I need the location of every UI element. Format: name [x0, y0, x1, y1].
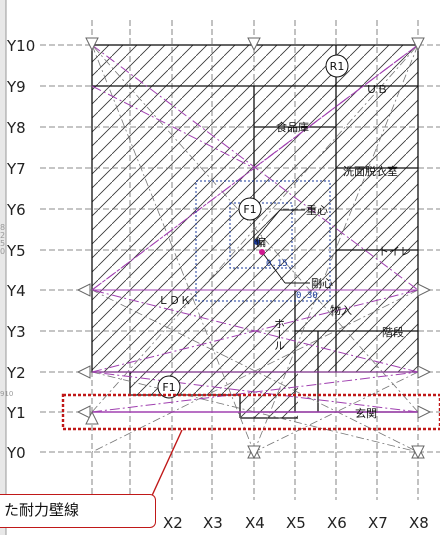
- room-label-ldk: ＬＤＫ: [158, 294, 191, 307]
- y-axis-label: Y2: [6, 364, 26, 382]
- eccentricity-boxes: [195, 180, 331, 302]
- y-axis-label: Y6: [6, 201, 26, 219]
- rigidity-center-label: 剛心: [311, 277, 333, 290]
- highlight-box: [61, 393, 440, 431]
- weight-center-dot: [254, 239, 260, 245]
- partial-mark: 偏: [255, 235, 266, 249]
- x-axis-label: X3: [203, 514, 223, 532]
- x-axis-label: X4: [245, 514, 265, 532]
- node-marker: [247, 37, 261, 52]
- side-ruler-numeral: 5: [0, 239, 5, 248]
- marker-circle-r1: [325, 54, 349, 78]
- marker-f1-label: F1: [243, 203, 256, 216]
- room-label-pantry: 食品庫: [276, 120, 309, 134]
- node-marker: [85, 37, 99, 52]
- node-marker: [85, 410, 99, 425]
- x-axis-label: X5: [286, 514, 306, 532]
- x-axis-label: X2: [163, 514, 183, 532]
- marker-f1-lower-label: F1: [162, 381, 175, 394]
- room-label-entrance: 玄関: [355, 406, 377, 420]
- brace-lines: [92, 289, 418, 413]
- marker-circle-f1-lower: [157, 375, 181, 399]
- node-marker: [417, 283, 432, 297]
- room-label-ub: ＵＢ: [366, 83, 388, 96]
- weight-center-label: 重心: [306, 203, 328, 217]
- side-ruler-numeral: 2: [0, 231, 5, 240]
- side-ruler-numeral: 0: [0, 247, 5, 256]
- side-ruler-strip: [0, 0, 6, 535]
- x-axis-label: X8: [409, 514, 429, 532]
- marker-r1-label: R1: [330, 60, 345, 73]
- node-marker: [411, 37, 425, 52]
- node-markers: [76, 37, 432, 460]
- ratio-b-value: 0.30: [296, 291, 318, 301]
- rigidity-center-dot: [259, 249, 265, 255]
- callout-leader: [149, 429, 183, 501]
- node-marker: [76, 283, 91, 297]
- center-leaders: [254, 209, 310, 284]
- node-marker: [417, 405, 432, 419]
- node-marker: [76, 405, 91, 419]
- node-marker: [76, 365, 91, 379]
- side-ruler-numeral: 8: [0, 223, 5, 232]
- x-axis-labels: X2 X3 X4 X5 X6 X7 X8: [163, 514, 429, 532]
- y-axis-label: Y7: [6, 160, 26, 178]
- y-axis-label: Y9: [6, 78, 26, 96]
- y-axis-label: Y4: [6, 282, 26, 300]
- room-label-washroom: 洗面脱衣室: [343, 164, 398, 178]
- y-axis-label: Y0: [6, 444, 26, 462]
- room-label-toilet: トイレ: [378, 245, 411, 258]
- node-marker: [411, 445, 425, 460]
- side-ruler-numerals: 8 2 5 0 910: [0, 223, 13, 398]
- ratio-a-value: 0.15: [266, 259, 288, 269]
- hatched-floor-area: [92, 45, 418, 418]
- callout-label: た耐力壁線: [0, 494, 156, 528]
- y-axis-label: Y1: [6, 404, 26, 422]
- node-marker: [247, 445, 261, 460]
- x-axis-label: X6: [327, 514, 347, 532]
- brace-diagonals: [91, 44, 419, 413]
- node-marker: [417, 365, 432, 379]
- side-ruler-numeral: 910: [0, 390, 13, 398]
- y-axis-label: Y10: [6, 37, 35, 55]
- x-axis-label: X7: [368, 514, 388, 532]
- y-axis-label: Y8: [6, 119, 26, 137]
- room-label-storage: 物入: [330, 303, 352, 317]
- marker-circle-f1: [238, 197, 262, 221]
- room-label-stairs: 階段: [382, 325, 404, 339]
- y-axis-label: Y3: [6, 323, 26, 341]
- callout-text: た耐力壁線: [4, 501, 80, 519]
- y-axis-label: Y5: [6, 242, 26, 260]
- y-axis-labels: Y10 Y9 Y8 Y7 Y6 Y5 Y4 Y3 Y2 Y1 Y0: [6, 37, 35, 462]
- room-label-hall: ホール: [273, 318, 286, 351]
